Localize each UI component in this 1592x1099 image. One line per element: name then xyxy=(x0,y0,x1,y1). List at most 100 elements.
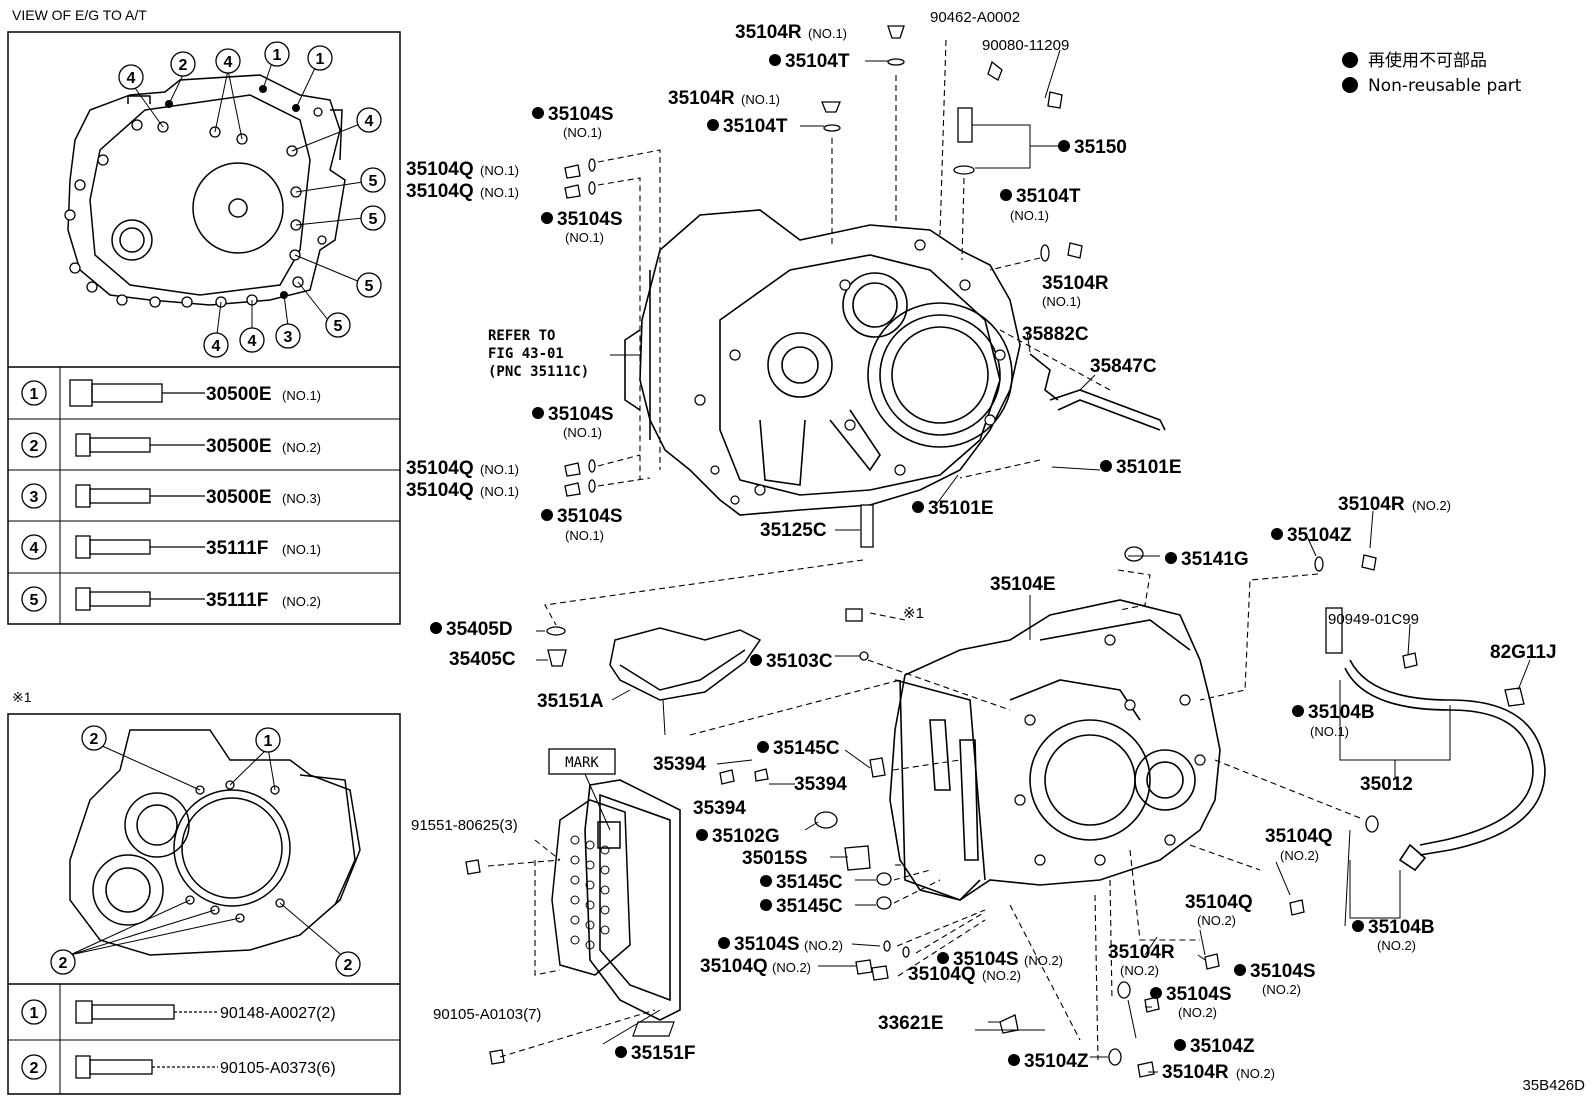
svg-text:(NO.1): (NO.1) xyxy=(563,125,602,140)
svg-text:5: 5 xyxy=(365,278,374,295)
svg-text:30500E: 30500E xyxy=(206,487,272,508)
non-reusable-markers xyxy=(430,54,1364,1066)
svg-text:35150: 35150 xyxy=(1074,137,1127,158)
svg-text:FIG 43-01: FIG 43-01 xyxy=(488,346,564,362)
svg-text:(NO.2): (NO.2) xyxy=(1178,1005,1217,1020)
svg-text:(PNC 35111C): (PNC 35111C) xyxy=(488,364,589,380)
svg-text:35104R: 35104R xyxy=(668,88,735,109)
svg-text:35104Q: 35104Q xyxy=(1265,826,1333,847)
svg-text:2: 2 xyxy=(90,731,99,748)
view-bolt-table: 1 2 3 4 5 30500E 30500E 30500E 35111F 35… xyxy=(21,379,321,612)
svg-text:REFER TO: REFER TO xyxy=(488,328,555,344)
svg-text:90148-A0027(2): 90148-A0027(2) xyxy=(220,1005,336,1022)
part-labels: 35104R 35104T 35104R 35104T 35104S 35104… xyxy=(406,22,1557,1083)
svg-text:35104S: 35104S xyxy=(734,934,800,955)
svg-text:35847C: 35847C xyxy=(1090,356,1157,377)
svg-text:(NO.1): (NO.1) xyxy=(563,425,602,440)
svg-text:35104T: 35104T xyxy=(723,116,788,137)
svg-text:35015S: 35015S xyxy=(742,848,808,869)
svg-text:35151A: 35151A xyxy=(537,691,604,712)
svg-text:2: 2 xyxy=(30,1060,39,1077)
svg-text:2: 2 xyxy=(179,57,188,74)
svg-text:再使用不可部品: 再使用不可部品 xyxy=(1368,50,1487,71)
svg-text:(NO.2): (NO.2) xyxy=(1236,1066,1275,1081)
svg-text:35104Q: 35104Q xyxy=(406,458,474,479)
svg-text:(NO.2): (NO.2) xyxy=(1377,938,1416,953)
svg-text:5: 5 xyxy=(369,173,378,190)
case-view-drawing xyxy=(67,74,346,306)
case-star-drawing xyxy=(69,729,361,956)
svg-text:35882C: 35882C xyxy=(1022,324,1089,345)
svg-text:(NO.2): (NO.2) xyxy=(1262,982,1301,997)
svg-text:35394: 35394 xyxy=(653,754,706,775)
svg-text:33621E: 33621E xyxy=(878,1013,944,1034)
oil-pan xyxy=(584,779,681,1021)
svg-text:35104R: 35104R xyxy=(735,22,802,43)
svg-text:35104Q: 35104Q xyxy=(406,181,474,202)
svg-text:(NO.2): (NO.2) xyxy=(1412,498,1451,513)
svg-text:35145C: 35145C xyxy=(773,738,840,759)
svg-text:(NO.2): (NO.2) xyxy=(1120,963,1159,978)
svg-text:(NO.2): (NO.2) xyxy=(282,440,321,455)
svg-text:35104S: 35104S xyxy=(557,506,623,527)
svg-text:35104Q: 35104Q xyxy=(908,964,976,985)
svg-text:5: 5 xyxy=(334,318,343,335)
part-sublabels: (NO.1) (NO.1) (NO.1) (NO.1) (NO.1) (NO.1… xyxy=(480,26,1451,1081)
svg-text:35012: 35012 xyxy=(1360,774,1413,795)
svg-text:35104S: 35104S xyxy=(1166,984,1232,1005)
svg-text:35104S: 35104S xyxy=(1250,961,1316,982)
svg-text:4: 4 xyxy=(224,54,233,71)
svg-text:35101E: 35101E xyxy=(1116,457,1182,478)
gasket-33621E xyxy=(632,1021,675,1037)
svg-text:4: 4 xyxy=(30,540,39,557)
case-view-bolts xyxy=(64,107,327,308)
leader-dashed xyxy=(487,39,1361,1061)
svg-text:35125C: 35125C xyxy=(760,520,827,541)
star-ref-label: ※1 xyxy=(903,605,924,622)
svg-text:35104R: 35104R xyxy=(1162,1062,1229,1083)
svg-text:30500E: 30500E xyxy=(206,384,272,405)
svg-text:35104Q: 35104Q xyxy=(406,159,474,180)
svg-text:35405D: 35405D xyxy=(446,619,513,640)
svg-text:1: 1 xyxy=(30,386,39,403)
leader-solid xyxy=(536,49,1531,1073)
svg-text:90462-A0002: 90462-A0002 xyxy=(930,9,1020,26)
svg-text:35104B: 35104B xyxy=(1308,702,1375,723)
svg-text:1: 1 xyxy=(264,733,273,750)
svg-text:(NO.2): (NO.2) xyxy=(282,594,321,609)
svg-text:35104Q: 35104Q xyxy=(406,480,474,501)
svg-text:35104R: 35104R xyxy=(1108,942,1175,963)
svg-text:35111F: 35111F xyxy=(206,538,268,559)
svg-text:90105-A0373(6): 90105-A0373(6) xyxy=(220,1060,336,1077)
svg-text:3: 3 xyxy=(30,489,39,506)
svg-text:2: 2 xyxy=(344,957,353,974)
svg-text:35111F: 35111F xyxy=(206,590,268,611)
svg-text:(NO.2): (NO.2) xyxy=(772,960,811,975)
svg-text:1: 1 xyxy=(273,47,282,64)
svg-text:(NO.1): (NO.1) xyxy=(808,26,847,41)
svg-text:35104S: 35104S xyxy=(557,209,623,230)
svg-text:35104Q: 35104Q xyxy=(700,956,768,977)
svg-text:35104B: 35104B xyxy=(1368,917,1435,938)
svg-text:(NO.1): (NO.1) xyxy=(282,542,321,557)
svg-text:35104T: 35104T xyxy=(785,51,850,72)
svg-text:35104Z: 35104Z xyxy=(1190,1036,1255,1057)
svg-text:1: 1 xyxy=(316,51,325,68)
svg-text:(NO.1): (NO.1) xyxy=(480,484,519,499)
star-callout-numbers: 2 1 2 2 xyxy=(59,731,353,974)
svg-text:(NO.1): (NO.1) xyxy=(1310,724,1349,739)
svg-text:(NO.1): (NO.1) xyxy=(1010,208,1049,223)
svg-text:35145C: 35145C xyxy=(776,872,843,893)
svg-text:35104T: 35104T xyxy=(1016,186,1081,207)
svg-text:91551-80625(3): 91551-80625(3) xyxy=(411,817,518,834)
svg-text:35101E: 35101E xyxy=(928,498,994,519)
diagram-id: 35B426D xyxy=(1522,1077,1585,1094)
svg-text:35104R: 35104R xyxy=(1042,273,1109,294)
svg-text:35104Z: 35104Z xyxy=(1024,1051,1089,1072)
svg-text:(NO.2): (NO.2) xyxy=(804,938,843,953)
refer-note: REFER TO FIG 43-01 (PNC 35111C) xyxy=(488,328,589,380)
svg-text:(NO.1): (NO.1) xyxy=(1042,294,1081,309)
svg-text:Non-reusable part: Non-reusable part xyxy=(1368,76,1522,96)
svg-text:(NO.2): (NO.2) xyxy=(1024,953,1063,968)
